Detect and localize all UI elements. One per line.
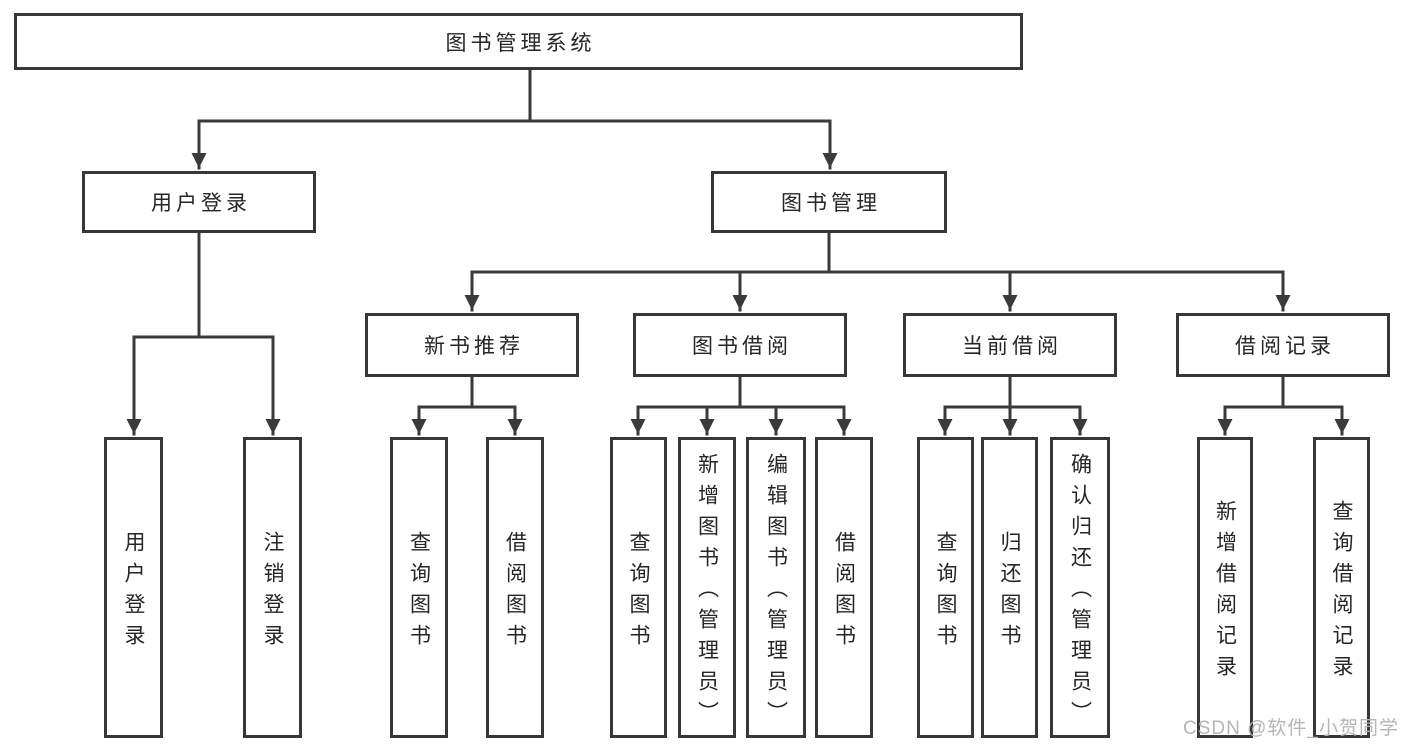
leaf-add-book-admin-label: 新增图书（管理员） <box>695 453 719 732</box>
leaf-query-book-borrow: 查询图书 <box>610 437 667 738</box>
leaf-user-login: 用户登录 <box>104 437 163 738</box>
node-new-book-recommend-label: 新书推荐 <box>424 335 524 358</box>
leaf-query-book-current-label: 查询图书 <box>934 530 957 655</box>
leaf-query-book-borrow-label: 查询图书 <box>627 530 650 655</box>
node-borrow-records-label: 借阅记录 <box>1235 335 1335 358</box>
node-book-borrow: 图书借阅 <box>633 313 847 377</box>
leaf-borrow-book-recommend: 借阅图书 <box>486 437 544 738</box>
node-new-book-recommend: 新书推荐 <box>365 313 579 377</box>
leaf-query-borrow-record-label: 查询借阅记录 <box>1330 499 1353 686</box>
leaf-edit-book-admin: 编辑图书（管理员） <box>746 437 806 738</box>
leaf-add-borrow-record-label: 新增借阅记录 <box>1213 499 1237 686</box>
leaf-borrow-book-label: 借阅图书 <box>832 530 856 655</box>
leaf-edit-book-admin-label: 编辑图书（管理员） <box>764 453 788 732</box>
leaf-borrow-book-recommend-label: 借阅图书 <box>503 530 527 655</box>
leaf-query-book-recommend-label: 查询图书 <box>407 530 431 655</box>
leaf-return-book: 归还图书 <box>981 437 1038 738</box>
leaf-add-book-admin: 新增图书（管理员） <box>678 437 736 738</box>
node-book-management: 图书管理 <box>711 171 947 233</box>
node-book-management-label: 图书管理 <box>781 192 881 215</box>
node-user-login: 用户登录 <box>82 171 316 233</box>
leaf-confirm-return-admin: 确认归还（管理员） <box>1050 437 1110 738</box>
leaf-query-book-recommend: 查询图书 <box>390 437 448 738</box>
leaf-query-borrow-record: 查询借阅记录 <box>1313 437 1370 738</box>
leaf-query-book-current: 查询图书 <box>917 437 974 738</box>
leaf-logout: 注销登录 <box>243 437 302 738</box>
leaf-user-login-label: 用户登录 <box>122 530 145 655</box>
node-book-borrow-label: 图书借阅 <box>692 335 792 358</box>
node-library-system: 图书管理系统 <box>14 13 1023 70</box>
csdn-watermark: CSDN @软件_小贺同学 <box>1183 718 1399 739</box>
leaf-return-book-label: 归还图书 <box>998 530 1021 655</box>
node-current-borrow-label: 当前借阅 <box>962 335 1062 358</box>
leaf-borrow-book: 借阅图书 <box>815 437 873 738</box>
node-current-borrow: 当前借阅 <box>903 313 1117 377</box>
leaf-confirm-return-admin-label: 确认归还（管理员） <box>1068 453 1092 732</box>
leaf-add-borrow-record: 新增借阅记录 <box>1197 437 1253 738</box>
leaf-logout-label: 注销登录 <box>261 530 284 655</box>
node-borrow-records: 借阅记录 <box>1176 313 1390 377</box>
node-user-login-label: 用户登录 <box>151 192 251 215</box>
node-library-system-label: 图书管理系统 <box>445 31 596 55</box>
